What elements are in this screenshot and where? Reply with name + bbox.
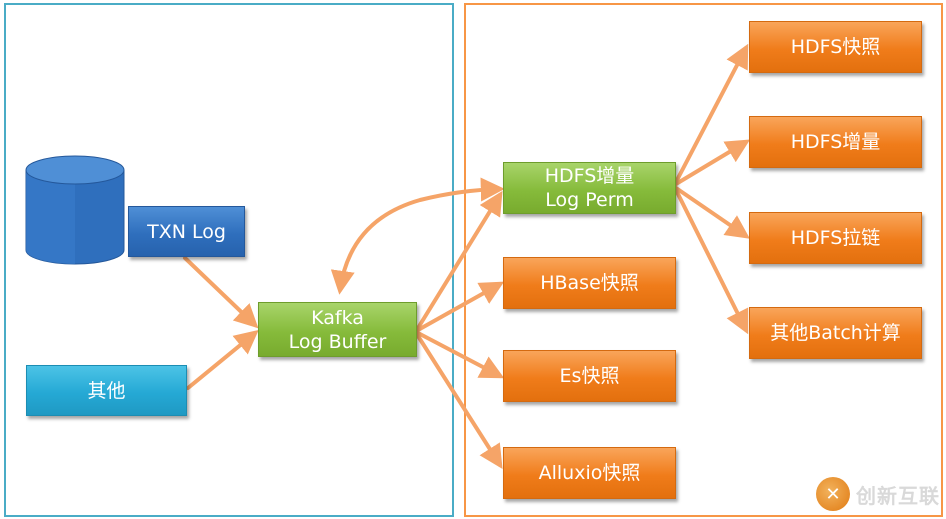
arrow-kafka-to-hdfs-logperm xyxy=(416,190,503,330)
database-icon xyxy=(25,155,125,265)
txn-log-box: TXN Log xyxy=(128,206,245,257)
arrow-logperm-to-hdfs-zipper xyxy=(674,186,750,239)
hbase-snapshot-box: HBase快照 xyxy=(503,257,676,309)
hdfs-zipper-box: HDFS拉链 xyxy=(749,212,922,264)
arrow-logperm-to-hdfs-snapshot xyxy=(674,43,749,184)
hdfs-log-perm-box: HDFS增量 Log Perm xyxy=(503,162,676,214)
watermark: ✕ 创新互联 xyxy=(816,477,940,511)
kafka-log-buffer-box: Kafka Log Buffer xyxy=(258,302,417,357)
arrow-kafka-to-es xyxy=(416,331,505,379)
arrow-other-to-kafka xyxy=(186,329,259,390)
arrow-kafka-hdfs-bidirectional xyxy=(330,177,505,295)
arrow-kafka-to-hbase xyxy=(416,281,505,332)
watermark-text: 创新互联 xyxy=(856,483,940,508)
es-snapshot-box: Es快照 xyxy=(503,350,676,402)
hdfs-snapshot-box: HDFS快照 xyxy=(749,21,922,73)
arrow-kafka-to-alluxio xyxy=(416,334,503,470)
arrow-logperm-to-hdfs-incremental xyxy=(674,139,751,186)
other-batch-box: 其他Batch计算 xyxy=(749,307,922,359)
arrow-logperm-to-other-batch xyxy=(674,188,749,335)
alluxio-snapshot-box: Alluxio快照 xyxy=(503,447,676,499)
other-source-box: 其他 xyxy=(26,365,187,416)
x-logo-icon: ✕ xyxy=(816,477,850,511)
arrow-txn-to-kafka xyxy=(183,256,259,329)
hdfs-incremental-box: HDFS增量 xyxy=(749,116,922,168)
